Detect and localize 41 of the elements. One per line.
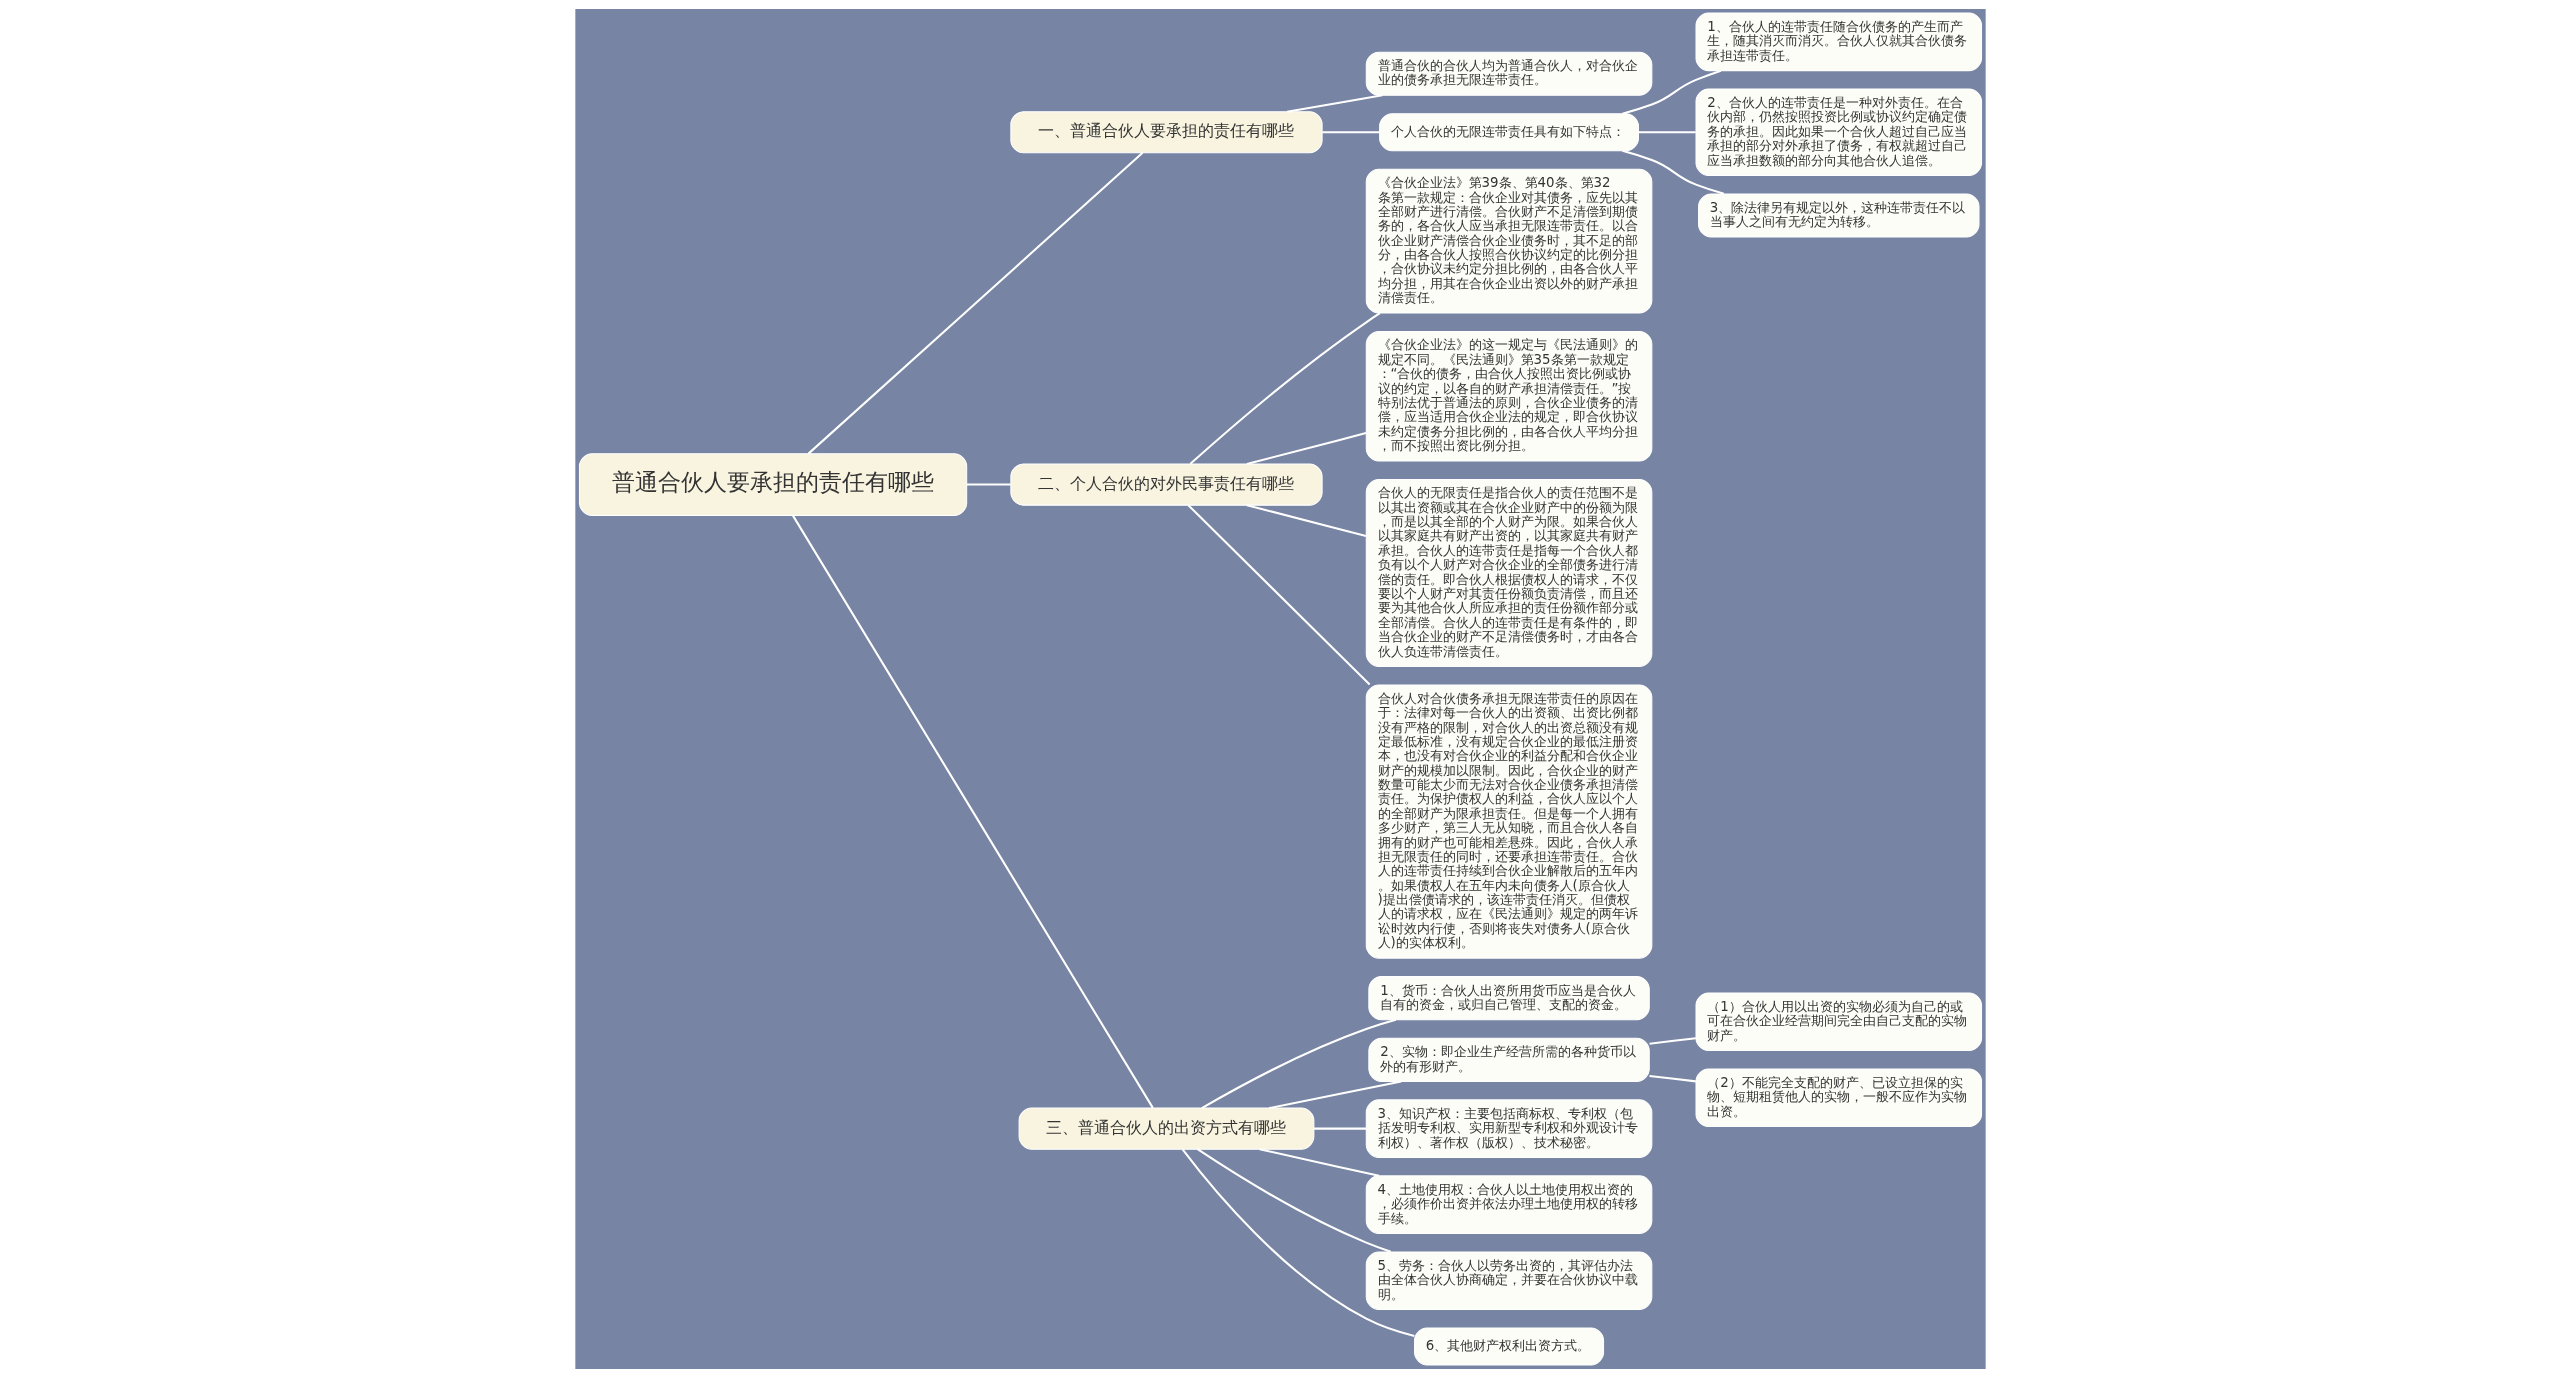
- node-box: 5、劳务：合伙人以劳务出资的，其评估办法由全体合伙人协商确定，并要在合伙协议中载明。: [1365, 1250, 1652, 1310]
- node-box: 4、土地使用权：合伙人以土地使用权出资的，必须作价出资并依法办理土地使用权的转移手续。: [1365, 1174, 1652, 1234]
- node-box: 3、知识产权：主要包括商标权、专利权（包括发明专利权、实用新型专利权和外观设计专利权）、著作权（版权）、技术秘密。: [1365, 1098, 1652, 1158]
- connector: [1321, 130, 1380, 133]
- connector: [1648, 1036, 1696, 1045]
- connector: [1200, 1018, 1396, 1109]
- connector: [966, 483, 1011, 486]
- connector: [1187, 503, 1370, 685]
- connector: [1638, 130, 1696, 133]
- node-box: 二、个人合伙的对外民事责任有哪些: [1009, 463, 1323, 506]
- node-box: 合伙人对合伙债务承担无限连带责任的原因在于：法律对每一合伙人的出资额、出资比例都没有严格的限制，对合伙人的出资总额没有规定最低标准，没有规定合伙企业的最低注册资本，也没有对合伙企业的利益分配和合伙企业财产的规模加以限制。因此，合伙企业的财产数量可能太少而无法对合伙企业债务承担清偿责任。为保护债权人的利益，合伙人应以个人的全部财产为限承担责任。但是每一个人拥有多少财产，第三人无从知晓，而且合伙人各自拥有的财产也可能相差悬殊。因此，合伙人承担无限责任的同时，还要承担连带责任。合伙人的连带责任持续到合伙企业解散后的五年内。如果债权人在五年内未向债务人(原合伙人)提出偿债请求的，该连带责任消灭。但债权人的请求权，应在《民法通则》规定的两年诉讼时效内行使，否则将丧失对债务人(原合伙人)的实体权利。: [1365, 683, 1652, 959]
- node-box: 普通合伙的合伙人均为普通合伙人，对合伙企业的债务承担无限连带责任。: [1365, 51, 1652, 96]
- connector: [1621, 149, 1724, 195]
- connector: [1268, 1079, 1401, 1109]
- connector: [1189, 311, 1380, 465]
- node-box: 合伙人的无限责任是指合伙人的责任范围不是以其出资额或其在合伙企业财产中的份额为限，而是以其全部的个人财产为限。如果合伙人以其家庭共有财产出资的，以其家庭共有财产承担。合伙人的连带责任是指每一个合伙人都负有以个人财产对合伙企业的全部债务进行清偿的责任。即合伙人根据债权人的请求，不仅要以个人财产对其责任份额负责清偿，而且还要为其他合伙人所应承担的责任份额作部分或全部清偿。合伙人的连带责任是有条件的，即当合伙企业的财产不足清偿债务时，才由各合伙人负连带清偿责任。: [1365, 478, 1652, 667]
- connector: [1648, 1074, 1696, 1082]
- node-box: 《合伙企业法》第39条、第40条、第32条第一款规定：合伙企业对其债务，应先以其全部财产进行清偿。合伙财产不足清偿到期债务的，各合伙人应当承担无限连带责任。以合伙企业财产清偿合伙企业债务时，其不足的部分，由各合伙人按照合伙协议约定的比例分担，合伙协议未约定分担比例的，由各合伙人平均分担，用其在合伙企业出资以外的财产承担清偿责任。: [1365, 168, 1652, 314]
- connector: [1196, 1147, 1391, 1253]
- node-box: 1、货币：合伙人出资所用货币应当是合伙人自有的资金，或归自己管理、支配的资金。: [1367, 975, 1650, 1020]
- connector: [1258, 1147, 1379, 1177]
- connector: [1286, 93, 1383, 113]
- connector: [1181, 1148, 1415, 1337]
- node-box: 6、其他财产权利出资方式。: [1413, 1326, 1604, 1365]
- connector: [807, 151, 1143, 454]
- node-box: 1、合伙人的连带责任随合伙债务的产生而产生，随其消灭而消灭。合伙人仅就其合伙债务承担连带责任。: [1695, 12, 1982, 71]
- connector: [1621, 69, 1721, 115]
- node-box: 2、实物：即企业生产经营所需的各种货币以外的有形财产。: [1367, 1037, 1650, 1082]
- connector: [791, 514, 1154, 1108]
- node-box: 《合伙企业法》的这一规定与《民法通则》的规定不同。《民法通则》第35条第一款规定：“合伙的债务，由合伙人按照出资比例或协议的约定，以各自的财产承担清偿责任。”按特别法优于普通法的原则，合伙企业债务的清偿，应当适用合伙企业法的规定，即合伙协议未约定债务分担比例的，由各合伙人平均分担，而不按照出资比例分担。: [1365, 330, 1652, 461]
- node-box: 三、普通合伙人的出资方式有哪些: [1018, 1107, 1314, 1150]
- node-box: 普通合伙人要承担的责任有哪些: [578, 452, 967, 516]
- node-box: 3、除法律另有规定以外，这种连带责任不以当事人之间有无约定为转移。: [1697, 192, 1979, 238]
- node-box: （2）不能完全支配的财产、已设立担保的实物、短期租赁他人的实物，一般不应作为实物出资。: [1695, 1068, 1982, 1127]
- connector: [1313, 1127, 1366, 1130]
- node-box: （1）合伙人用以出资的实物必须为自己的或可在合伙企业经营期间完全由自己支配的实物财产。: [1695, 992, 1982, 1051]
- node-box: 一、普通合伙人要承担的责任有哪些: [1009, 110, 1323, 153]
- connector: [1246, 503, 1366, 537]
- node-box: 2、合伙人的连带责任是一种对外责任。在合伙内部，仍然按照投资比例或协议约定确定债务的承担。因此如果一个合伙人超过自己应当承担的部分对外承担了债务，有权就超过自己应当承担数额的部分向其他合伙人追偿。: [1695, 88, 1982, 176]
- node-box: 个人合伙的无限连带责任具有如下特点：: [1378, 112, 1639, 151]
- connector: [1246, 431, 1366, 465]
